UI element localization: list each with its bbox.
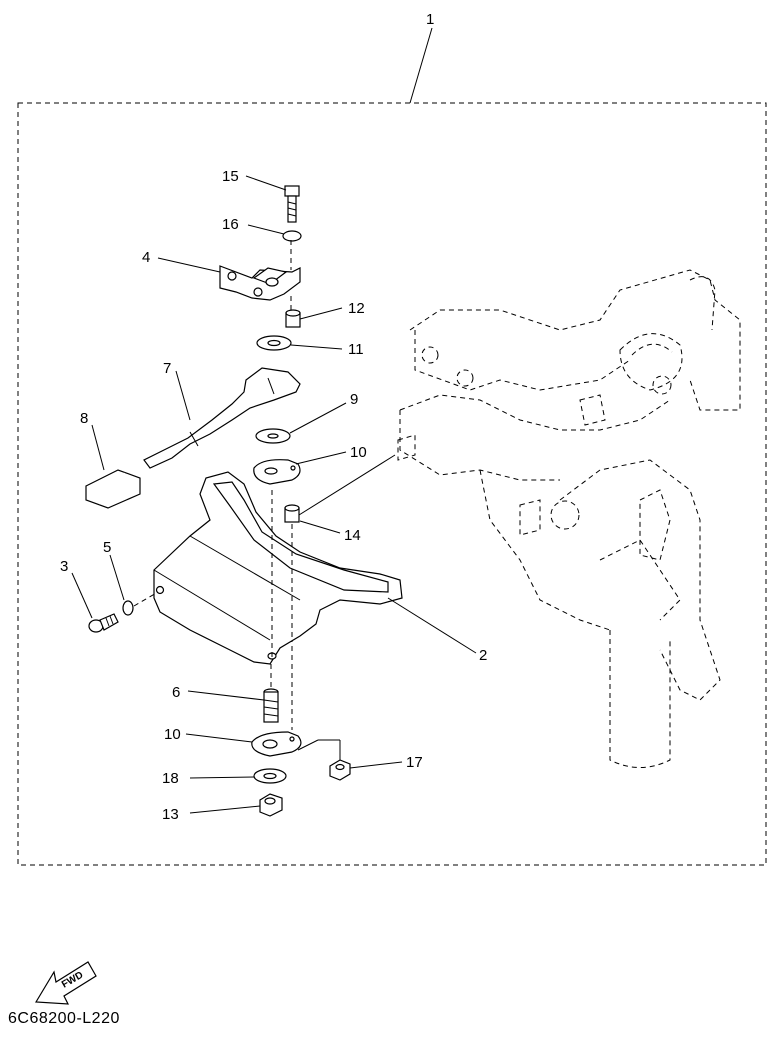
drawing-code: 6C68200-L220 bbox=[8, 1010, 120, 1027]
assembly-boundary bbox=[17, 102, 767, 866]
label-13: 13 bbox=[162, 806, 179, 823]
part-nut-13 bbox=[259, 793, 283, 817]
label-17: 17 bbox=[406, 754, 423, 771]
part-washer-11 bbox=[256, 335, 292, 351]
label-8: 8 bbox=[80, 410, 88, 427]
part-nut-17 bbox=[329, 759, 351, 781]
label-3: 3 bbox=[60, 558, 68, 575]
part-screw-6 bbox=[263, 688, 279, 723]
part-screw-3 bbox=[88, 613, 119, 633]
label-15: 15 bbox=[222, 168, 239, 185]
part-plate-10-lower bbox=[251, 731, 302, 757]
label-6: 6 bbox=[172, 684, 180, 701]
label-14: 14 bbox=[344, 527, 361, 544]
part-washer-9 bbox=[255, 428, 291, 444]
part-collar-12 bbox=[285, 309, 301, 328]
label-12: 12 bbox=[348, 300, 365, 317]
part-bracket-plate-2 bbox=[153, 471, 403, 665]
label-9: 9 bbox=[350, 391, 358, 408]
part-grip-8 bbox=[85, 469, 141, 509]
label-1: 1 bbox=[426, 11, 434, 28]
label-18: 18 bbox=[162, 770, 179, 787]
fwd-arrow-icon: FWD bbox=[34, 961, 97, 1005]
part-plate-10-upper bbox=[253, 459, 301, 485]
label-10-lower: 10 bbox=[164, 726, 181, 743]
part-plate-7 bbox=[143, 367, 301, 469]
label-5: 5 bbox=[103, 539, 111, 556]
label-7: 7 bbox=[163, 360, 171, 377]
part-washer-16 bbox=[282, 230, 302, 242]
part-collar-14 bbox=[284, 504, 300, 523]
label-4: 4 bbox=[142, 249, 150, 266]
part-bracket-4 bbox=[219, 265, 301, 301]
label-2: 2 bbox=[479, 647, 487, 664]
label-10-upper: 10 bbox=[350, 444, 367, 461]
label-11: 11 bbox=[348, 341, 364, 358]
part-washer-5 bbox=[122, 600, 134, 616]
bracket-housing bbox=[397, 269, 741, 768]
label-16: 16 bbox=[222, 216, 239, 233]
part-washer-18 bbox=[253, 768, 287, 784]
part-bolt-15 bbox=[284, 185, 300, 223]
